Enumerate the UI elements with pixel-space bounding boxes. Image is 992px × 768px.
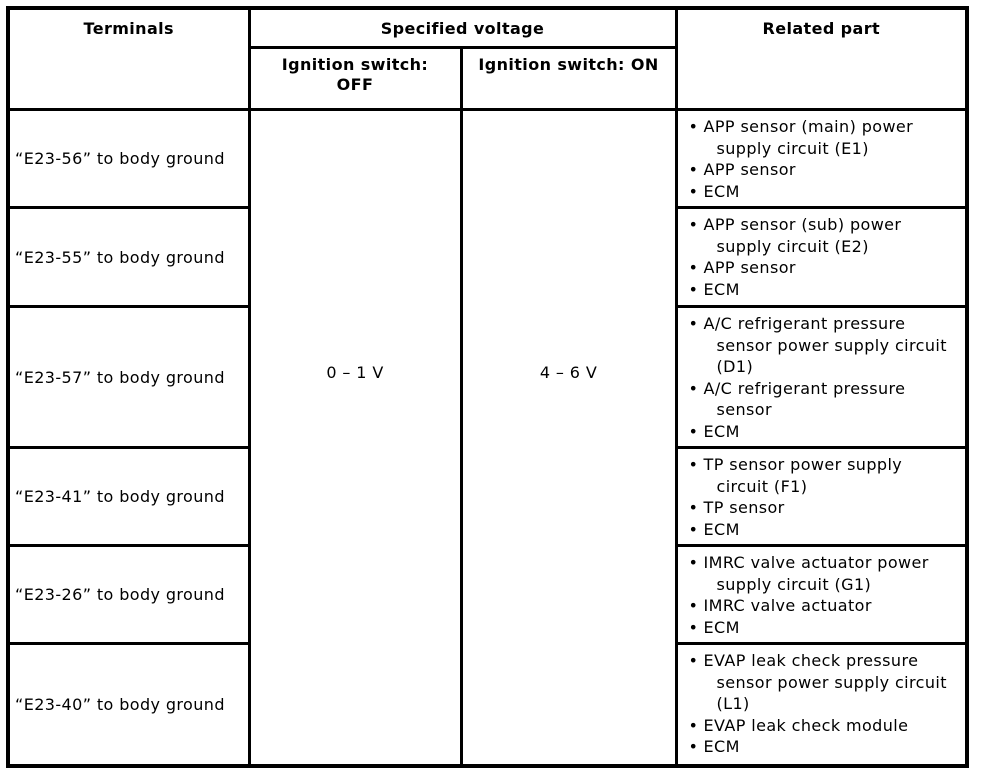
related-part-text: TP sensor bbox=[703, 498, 785, 517]
related-part-text: A/C refrigerant pressure sensor power su… bbox=[703, 314, 947, 376]
related-part-text: EVAP leak check module bbox=[703, 715, 909, 735]
related-part-text: APP sensor bbox=[703, 258, 796, 277]
terminal-cell: “E23-26” to body ground bbox=[6, 544, 251, 645]
related-part-item: •A/C refrigerant pressure sensor bbox=[679, 378, 963, 421]
related-part-item: •A/C refrigerant pressure sensor power s… bbox=[679, 313, 963, 378]
header-related-part: Related part bbox=[674, 6, 969, 111]
related-part-item: •APP sensor bbox=[679, 257, 963, 279]
related-part-item: •ECM bbox=[679, 617, 963, 639]
related-part-item: •ECM bbox=[679, 519, 963, 541]
bullet-icon: • bbox=[688, 737, 699, 756]
terminal-cell: “E23-40” to body ground bbox=[6, 642, 251, 767]
related-part-item: •ECM bbox=[679, 279, 963, 301]
related-part-text: EVAP leak check pressure sensor power su… bbox=[703, 651, 947, 713]
bullet-icon: • bbox=[688, 498, 699, 517]
bullet-icon: • bbox=[688, 617, 699, 637]
table-row: “E23-40” to body ground •EVAP leak check… bbox=[6, 642, 969, 767]
bullet-icon: • bbox=[688, 455, 699, 474]
terminal-cell: “E23-41” to body ground bbox=[6, 446, 251, 547]
related-part-text: ECM bbox=[703, 421, 740, 441]
bullet-icon: • bbox=[688, 117, 699, 136]
related-part-cell: •APP sensor (main) power supply circuit … bbox=[674, 108, 969, 209]
related-part-cell: •IMRC valve actuator power supply circui… bbox=[674, 544, 969, 645]
related-part-item: •APP sensor bbox=[679, 159, 963, 181]
bullet-icon: • bbox=[688, 378, 699, 398]
related-part-item: •TP sensor power supply circuit (F1) bbox=[679, 454, 963, 497]
related-part-text: ECM bbox=[703, 519, 740, 539]
related-part-item: •IMRC valve actuator power supply circui… bbox=[679, 552, 963, 595]
related-part-text: A/C refrigerant pressure sensor bbox=[703, 378, 906, 420]
related-part-text: ECM bbox=[703, 617, 740, 637]
header-specified-voltage: Specified voltage bbox=[247, 6, 678, 49]
header-ignition-on: Ignition switch: ON bbox=[459, 46, 678, 111]
header-terminals: Terminals bbox=[6, 6, 251, 111]
table-row: “E23-56” to body ground 0 – 1 V 4 – 6 V … bbox=[6, 108, 969, 767]
bullet-icon: • bbox=[688, 519, 699, 539]
bullet-icon: • bbox=[688, 181, 699, 201]
voltage-on-value: 4 – 6 V bbox=[539, 363, 598, 382]
bullet-icon: • bbox=[688, 596, 699, 615]
bullet-icon: • bbox=[688, 314, 699, 333]
table-row: “E23-26” to body ground •IMRC valve actu… bbox=[6, 544, 969, 645]
table-row: “E23-55” to body ground •APP sensor (sub… bbox=[6, 206, 969, 308]
related-part-item: •IMRC valve actuator bbox=[679, 595, 963, 617]
related-part-cell: •EVAP leak check pressure sensor power s… bbox=[674, 642, 969, 767]
bullet-icon: • bbox=[688, 160, 699, 179]
related-part-text: IMRC valve actuator power supply circuit… bbox=[703, 553, 929, 594]
page: Terminals Specified voltage Related part… bbox=[6, 6, 970, 768]
related-part-item: •ECM bbox=[679, 736, 963, 758]
bullet-icon: • bbox=[688, 258, 699, 277]
related-part-text: ECM bbox=[703, 279, 740, 299]
related-part-cell: •TP sensor power supply circuit (F1) •TP… bbox=[674, 446, 969, 547]
terminal-cell: “E23-56” to body ground bbox=[6, 108, 251, 209]
related-part-item: •EVAP leak check module bbox=[679, 715, 963, 737]
table-row: “E23-41” to body ground •TP sensor power… bbox=[6, 446, 969, 547]
related-part-item: •TP sensor bbox=[679, 497, 963, 519]
voltage-off-value: 0 – 1 V bbox=[326, 363, 384, 382]
related-part-cell: •A/C refrigerant pressure sensor power s… bbox=[674, 305, 969, 449]
terminal-voltage-table: Terminals Specified voltage Related part… bbox=[6, 6, 970, 768]
bullet-icon: • bbox=[688, 651, 699, 670]
related-part-text: APP sensor (sub) power supply circuit (E… bbox=[703, 215, 902, 256]
related-part-text: ECM bbox=[703, 181, 740, 201]
related-part-item: •ECM bbox=[679, 181, 963, 203]
bullet-icon: • bbox=[688, 279, 699, 299]
terminal-cell: “E23-57” to body ground bbox=[6, 305, 251, 449]
related-part-item: •APP sensor (main) power supply circuit … bbox=[679, 116, 963, 159]
related-part-text: APP sensor bbox=[703, 160, 796, 179]
related-part-item: •ECM bbox=[679, 421, 963, 443]
related-part-item: •EVAP leak check pressure sensor power s… bbox=[679, 650, 963, 715]
bullet-icon: • bbox=[688, 553, 699, 572]
related-part-text: IMRC valve actuator bbox=[703, 596, 872, 615]
related-part-text: ECM bbox=[703, 737, 740, 756]
table-row: “E23-57” to body ground •A/C refrigerant… bbox=[6, 305, 969, 449]
related-part-text: TP sensor power supply circuit (F1) bbox=[703, 455, 903, 496]
related-part-cell: •APP sensor (sub) power supply circuit (… bbox=[674, 206, 969, 308]
bullet-icon: • bbox=[688, 715, 699, 735]
voltage-on-cell: 4 – 6 V bbox=[459, 108, 678, 767]
header-ignition-off: Ignition switch: OFF bbox=[247, 46, 463, 111]
related-part-text: APP sensor (main) power supply circuit (… bbox=[703, 117, 914, 158]
related-part-item: •APP sensor (sub) power supply circuit (… bbox=[679, 214, 963, 257]
bullet-icon: • bbox=[688, 421, 699, 441]
terminal-cell: “E23-55” to body ground bbox=[6, 206, 251, 308]
voltage-off-cell: 0 – 1 V bbox=[247, 108, 463, 767]
bullet-icon: • bbox=[688, 215, 699, 234]
